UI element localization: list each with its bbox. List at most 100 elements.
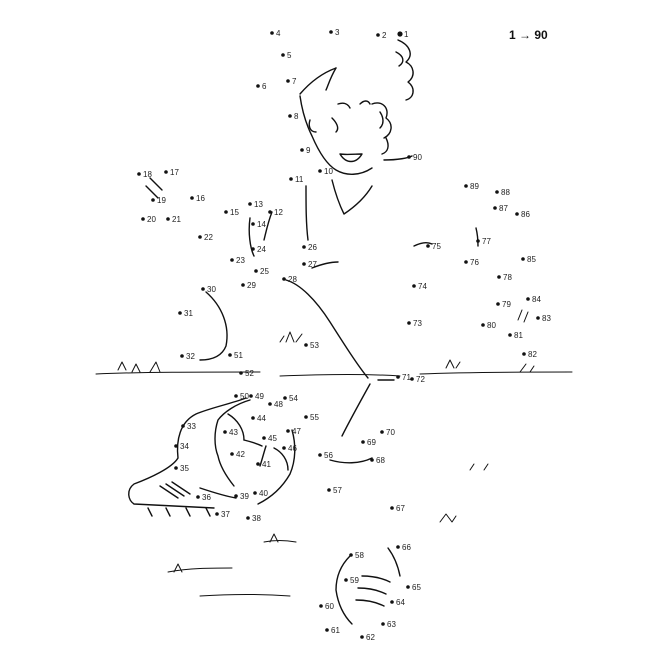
dot-number-label: 20 [147,215,156,224]
dot-number-label: 75 [432,242,441,251]
dot-number-label: 9 [306,146,311,155]
dot-marker [251,416,255,420]
dot-marker [396,545,400,549]
dot-marker [304,343,308,347]
dot-number-label: 14 [257,220,266,229]
dot-30: 30 [201,285,216,294]
dot-marker [481,323,485,327]
dot-marker [254,269,258,273]
dot-62: 62 [360,633,375,642]
dot-17: 17 [164,168,179,177]
dot-marker [349,553,353,557]
dot-marker [137,172,141,176]
dot-marker [476,239,480,243]
dot-number-label: 89 [470,182,479,191]
dot-marker [174,466,178,470]
dot-3: 3 [329,28,340,37]
dot-70: 70 [380,428,395,437]
dot-44: 44 [251,414,266,423]
dot-marker [253,491,257,495]
dot-16: 16 [190,194,205,203]
dot-number-label: 65 [412,583,421,592]
dot-marker [178,311,182,315]
dot-marker [215,512,219,516]
dot-marker [256,462,260,466]
dot-marker [521,257,525,261]
number-range-label: 1 → 90 [509,28,548,42]
dot-marker [381,622,385,626]
dot-9: 9 [300,146,311,155]
dot-marker [181,424,185,428]
dot-marker [190,196,194,200]
dot-31: 31 [178,309,193,318]
dot-number-label: 67 [396,504,405,513]
dot-14: 14 [251,220,266,229]
dot-77: 77 [476,237,491,246]
dot-35: 35 [174,464,189,473]
dot-marker [286,429,290,433]
dot-number-label: 59 [350,576,359,585]
dot-number-label: 63 [387,620,396,629]
dot-marker [515,212,519,216]
dot-39: 39 [234,492,249,501]
dot-marker [141,217,145,221]
dot-81: 81 [508,331,523,340]
dot-number-label: 21 [172,215,181,224]
dot-number-label: 15 [230,208,239,217]
dot-marker [360,635,364,639]
dot-marker [464,260,468,264]
dot-marker [464,184,468,188]
dot-47: 47 [286,427,301,436]
dot-marker [536,316,540,320]
dot-marker [282,446,286,450]
dot-number-label: 70 [386,428,395,437]
dot-87: 87 [493,204,508,213]
dot-marker [497,275,501,279]
dot-marker [496,302,500,306]
dot-marker [256,84,260,88]
dot-number-label: 57 [333,486,342,495]
dot-88: 88 [495,188,510,197]
dot-2: 2 [376,31,387,40]
dot-number-label: 27 [308,260,317,269]
dot-number-label: 10 [324,167,333,176]
dot-number-label: 28 [288,275,297,284]
dot-marker [406,585,410,589]
dot-number-label: 45 [268,434,277,443]
dot-marker [412,284,416,288]
dot-37: 37 [215,510,230,519]
dot-number-label: 34 [180,442,189,451]
dot-marker [246,516,250,520]
dot-49: 49 [249,392,264,401]
dot-67: 67 [390,504,405,513]
dot-36: 36 [196,493,211,502]
dot-marker [248,202,252,206]
dot-number-label: 42 [236,450,245,459]
dot-number-label: 73 [413,319,422,328]
dot-number-label: 18 [143,170,152,179]
dot-6: 6 [256,82,267,91]
dot-marker [325,628,329,632]
dot-43: 43 [223,428,238,437]
dot-76: 76 [464,258,479,267]
dot-number-label: 48 [274,400,283,409]
dot-marker [410,377,414,381]
dot-marker [286,79,290,83]
dot-marker [344,578,348,582]
dot-number-label: 74 [418,282,427,291]
dot-number-label: 3 [335,28,340,37]
dot-marker [224,210,228,214]
dot-78: 78 [497,273,512,282]
dot-marker [318,169,322,173]
dot-75: 75 [426,242,441,251]
dot-58: 58 [349,551,364,560]
dot-number-label: 80 [487,321,496,330]
dot-number-label: 38 [252,514,261,523]
dot-8: 8 [288,112,299,121]
dot-number-label: 17 [170,168,179,177]
dot-86: 86 [515,210,530,219]
dot-number-label: 78 [503,273,512,282]
dot-marker [361,440,365,444]
dot-marker [397,31,403,37]
